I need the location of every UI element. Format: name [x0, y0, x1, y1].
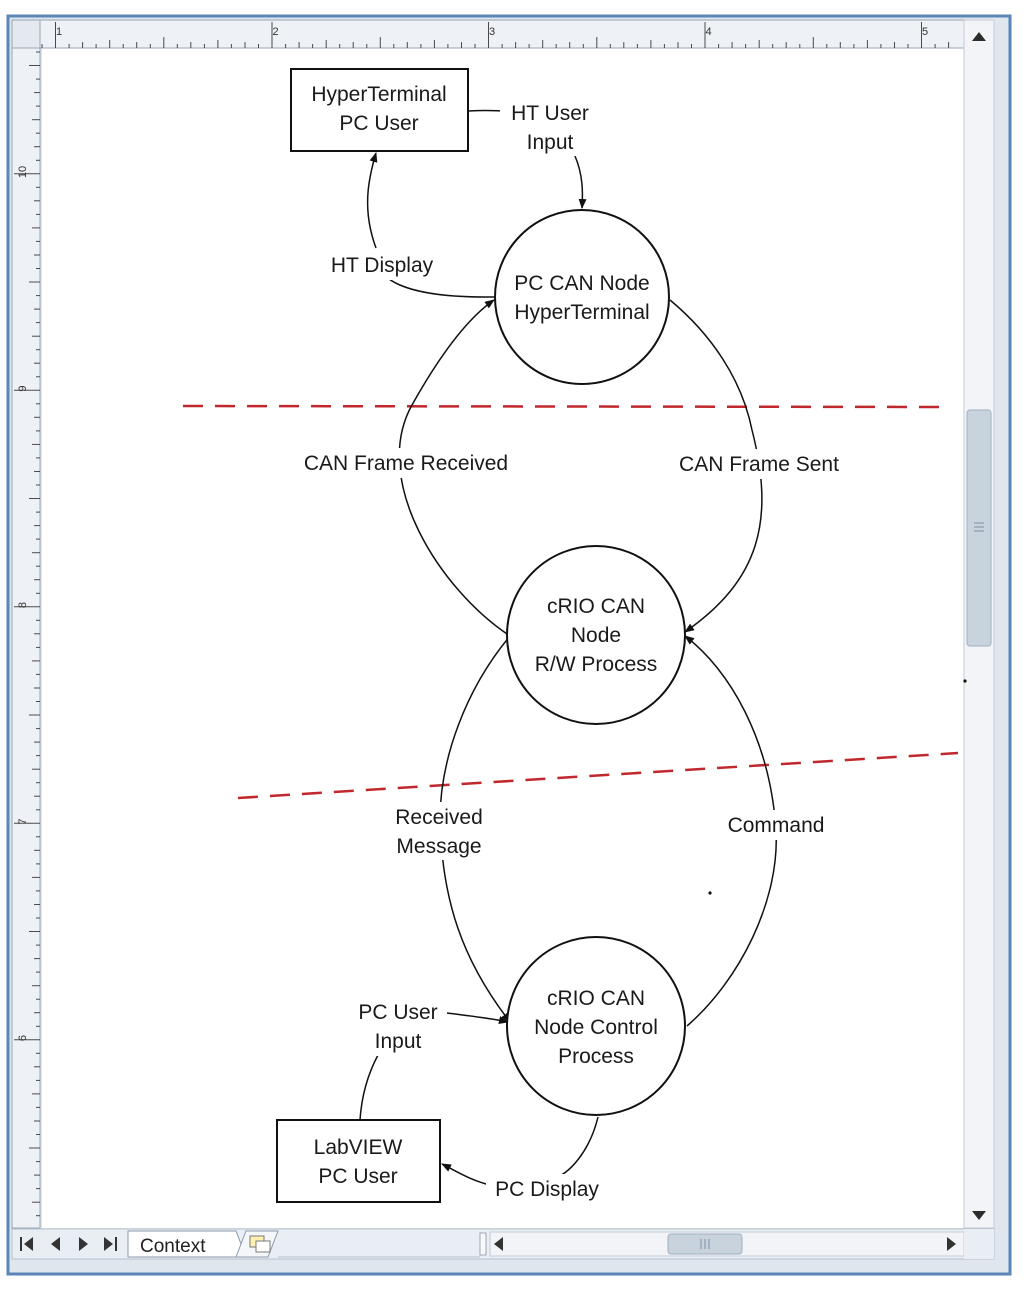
pc-user-input-line-1: PC User: [358, 1001, 437, 1024]
process-boundary-line: [237, 751, 959, 800]
next-page-icon[interactable]: [79, 1237, 88, 1251]
crio-rw-line-3: R/W Process: [535, 653, 658, 676]
top-ruler: 1 2 3 4 5: [11, 19, 965, 49]
pc-display-arrow: [441, 1163, 491, 1186]
horizontal-scrollbar[interactable]: [489, 1231, 965, 1257]
pc-can-node-line-1: PC CAN Node: [514, 272, 649, 295]
pc-user-input-arrow: [446, 1012, 509, 1024]
tab-context-label: Context: [140, 1236, 206, 1257]
pc-user-input-line-2: Input: [375, 1030, 422, 1053]
ht-user-line-2: PC User: [339, 112, 418, 135]
last-page-icon[interactable]: [104, 1237, 117, 1251]
labview-user-line-1: LabVIEW: [314, 1136, 403, 1159]
can-frame-received-label: CAN Frame Received: [304, 452, 508, 475]
scroll-right-arrow-icon[interactable]: [947, 1237, 956, 1251]
hscroll-grip-icon: [700, 1239, 710, 1249]
crio-control-process: [506, 936, 686, 1116]
stray-dot: [708, 891, 712, 895]
crio-rw-line-2: Node: [571, 624, 621, 647]
labview-pc-user-entity: [276, 1119, 441, 1203]
received-message-line-2: Message: [396, 835, 481, 858]
ht-user-input-arrow: [574, 155, 587, 209]
top-ruler-mark: 1: [56, 26, 62, 38]
crio-rw-line-1: cRIO CAN: [547, 595, 645, 618]
scroll-down-arrow-icon[interactable]: [972, 1211, 986, 1220]
crio-rw-process: [506, 545, 686, 725]
scrollbar-corner: [964, 1229, 994, 1259]
labview-user-line-2: PC User: [318, 1165, 397, 1188]
insert-page-tab-icon[interactable]: [235, 1230, 279, 1258]
ht-display-arrow-upper: [366, 152, 378, 249]
previous-page-icon[interactable]: [51, 1237, 60, 1251]
scroll-grip-icon: [974, 522, 984, 532]
crio-control-line-1: cRIO CAN: [547, 987, 645, 1010]
left-ruler-mark: 7: [17, 818, 29, 824]
ht-user-input-line-2: Input: [527, 131, 574, 154]
pc-can-node-process: [494, 209, 670, 385]
top-ruler-mark: 2: [273, 26, 279, 38]
tab-context[interactable]: Context: [127, 1230, 247, 1258]
bottom-bar: Context: [11, 1228, 995, 1260]
ruler-corner[interactable]: [11, 19, 41, 49]
crio-control-line-3: Process: [558, 1045, 634, 1068]
ht-pc-user-entity: [290, 68, 469, 152]
scroll-up-arrow-icon[interactable]: [972, 32, 986, 41]
crio-control-line-2: Node Control: [534, 1016, 658, 1039]
can-frame-sent-label: CAN Frame Sent: [679, 453, 839, 476]
pc-user-input-connector: [359, 1054, 379, 1121]
pc-can-node-line-2: HyperTerminal: [514, 301, 649, 324]
drawing-page: [42, 48, 964, 1228]
top-ruler-mark: 4: [706, 26, 712, 38]
pc-display-label: PC Display: [495, 1178, 599, 1201]
received-message-line-1: Received: [395, 806, 483, 829]
left-ruler-mark: 8: [17, 602, 29, 608]
top-ruler-mark: 5: [922, 26, 928, 38]
ht-user-line-1: HyperTerminal: [311, 83, 446, 106]
scroll-left-arrow-icon[interactable]: [494, 1237, 503, 1251]
left-ruler: 10 9 8 7 6: [11, 47, 41, 1229]
top-ruler-mark: 3: [489, 26, 495, 38]
stray-dot: [963, 679, 967, 683]
vertical-scroll-thumb[interactable]: [966, 409, 992, 647]
ht-display-label: HT Display: [331, 254, 434, 277]
command-label: Command: [728, 814, 825, 837]
tab-split-handle[interactable]: [479, 1232, 487, 1256]
left-ruler-mark: 10: [17, 166, 29, 178]
left-ruler-mark: 9: [17, 385, 29, 391]
vertical-scrollbar[interactable]: [963, 19, 995, 1229]
left-ruler-mark: 6: [17, 1035, 29, 1041]
first-page-icon[interactable]: [20, 1237, 33, 1251]
ht-user-input-line-1: HT User: [511, 102, 589, 125]
can-frame-sent-arrow: [669, 299, 763, 633]
can-frame-received-arrow: [398, 299, 511, 637]
